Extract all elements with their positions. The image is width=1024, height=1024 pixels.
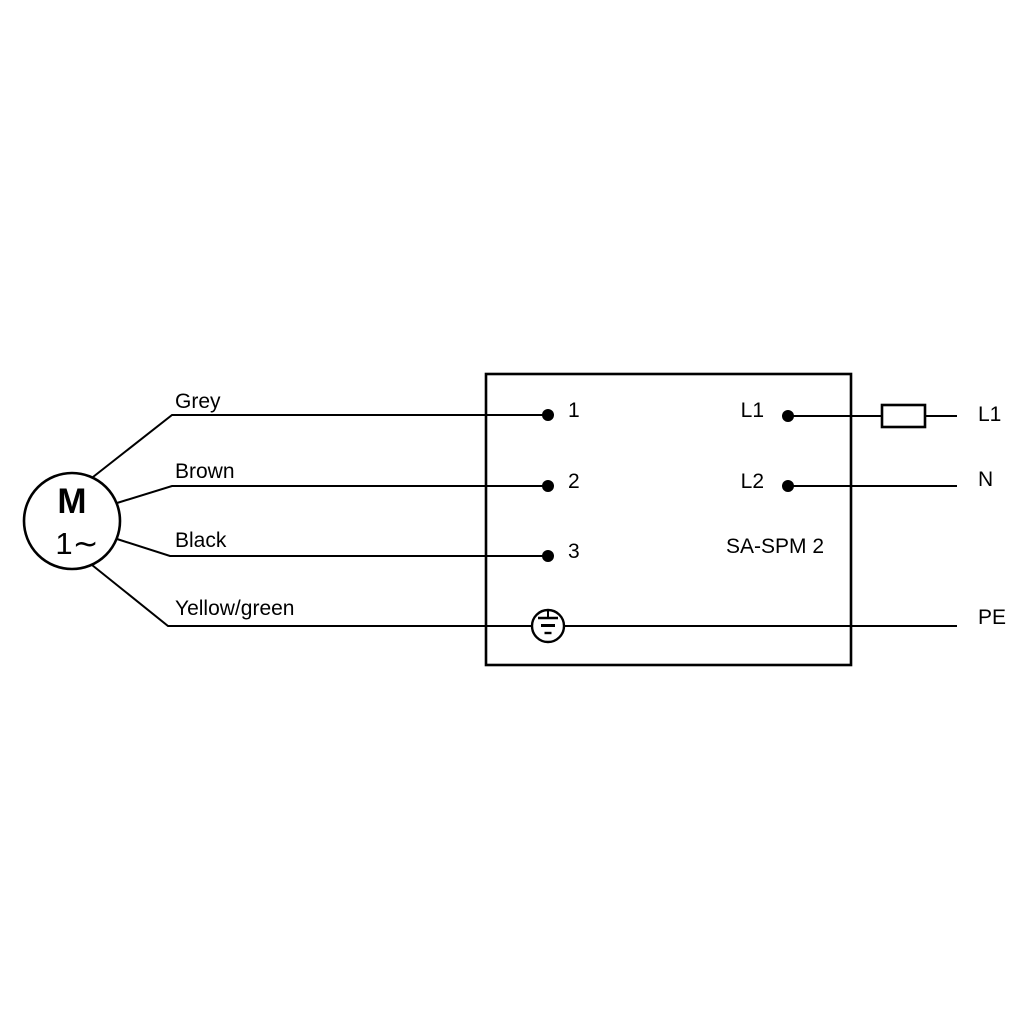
supply-label-n: N — [978, 468, 993, 491]
controller-model-label: SA-SPM 2 — [726, 535, 824, 558]
controller-box — [484, 372, 853, 667]
terminal-label-1: 1 — [568, 399, 580, 422]
wire-brown — [116, 485, 548, 504]
fuse-icon — [880, 403, 927, 429]
wire-grey — [92, 414, 548, 478]
wire-label-brown: Brown — [175, 460, 235, 483]
terminal-dot-1 — [542, 409, 554, 421]
earth-ground-icon — [530, 608, 566, 644]
wire-label-yellow-green: Yellow/green — [175, 597, 294, 620]
terminal-label-3: 3 — [568, 540, 580, 563]
wire-label-grey: Grey — [175, 390, 221, 413]
terminal-label-2: 2 — [568, 470, 580, 493]
terminal-label-l1: L1 — [741, 399, 764, 422]
motor-phase-label: 1∼ — [55, 526, 98, 561]
motor-circle — [22, 471, 122, 571]
motor-label: M — [57, 482, 86, 521]
wire-black — [116, 538, 548, 557]
wire-yellow-green — [91, 564, 532, 627]
wire-label-black: Black — [175, 529, 227, 552]
supply-label-l1: L1 — [978, 403, 1001, 426]
supply-label-pe: PE — [978, 606, 1006, 629]
terminal-dot-3 — [542, 550, 554, 562]
terminal-dot-2 — [542, 480, 554, 492]
terminal-label-l2: L2 — [741, 470, 764, 493]
